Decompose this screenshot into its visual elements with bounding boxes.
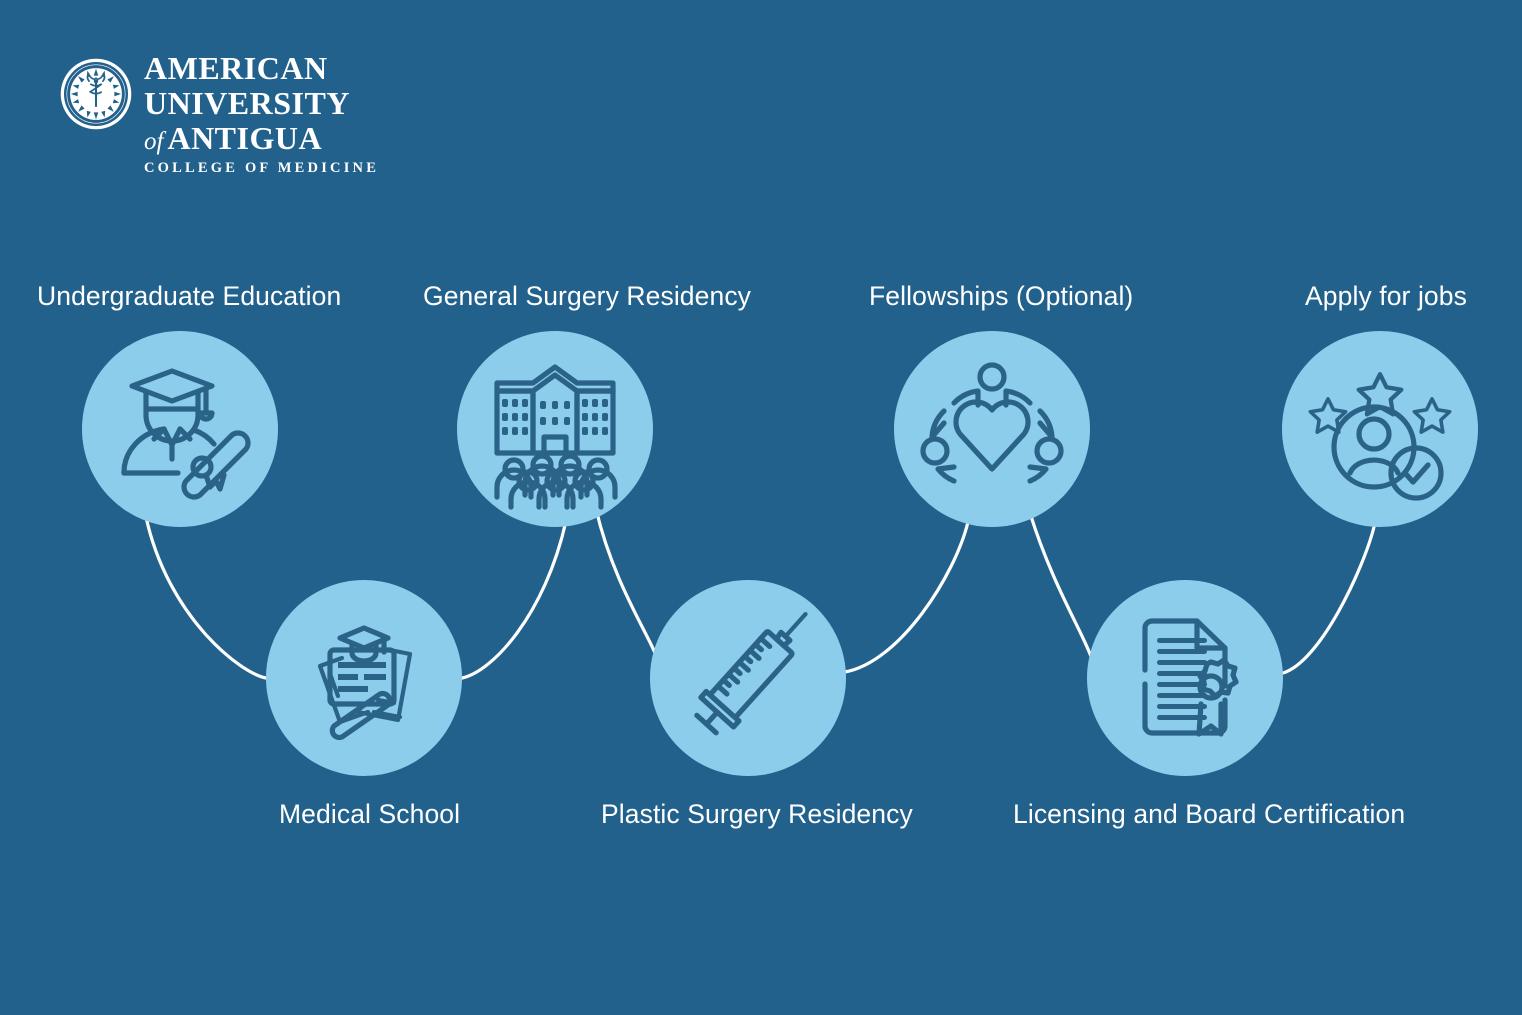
node-circle	[1282, 331, 1478, 527]
syringe-icon	[694, 611, 808, 736]
logo-line-american: AMERICAN	[144, 50, 328, 86]
node-fellowships[interactable]	[894, 331, 1090, 527]
node-circle	[457, 331, 653, 527]
connector-4-5	[843, 520, 970, 674]
rated-profile-check-icon	[1308, 372, 1452, 501]
label-fellowships: Fellowships (Optional)	[869, 281, 1134, 311]
label-apply-for-jobs: Apply for jobs	[1305, 281, 1467, 311]
certificate-seal-icon	[1142, 618, 1239, 737]
documents-graduation-cap-icon	[317, 625, 413, 741]
node-apply-for-jobs[interactable]	[1282, 331, 1478, 527]
label-medical-school: Medical School	[279, 799, 461, 829]
label-licensing-board-certification: Licensing and Board Certification	[1013, 799, 1406, 829]
node-medical-school[interactable]	[266, 580, 462, 776]
logo-antigua-word: ANTIGUA	[167, 120, 323, 156]
connector-6-7	[1281, 525, 1376, 675]
people-heart-icon	[920, 362, 1064, 484]
node-licensing-board-certification[interactable]	[1087, 580, 1283, 776]
node-circle	[650, 580, 846, 776]
connector-2-3	[460, 519, 568, 680]
label-undergraduate-education: Undergraduate Education	[37, 281, 342, 311]
node-plastic-surgery-residency[interactable]	[650, 580, 846, 776]
logo-of-word: of	[144, 128, 164, 155]
connector-5-6	[1028, 511, 1095, 675]
label-general-surgery-residency: General Surgery Residency	[423, 281, 752, 311]
logo-line-university: UNIVERSITY	[144, 85, 350, 121]
graduate-student-icon	[121, 368, 251, 500]
caduceus-seal-icon	[60, 58, 132, 130]
label-plastic-surgery-residency: Plastic Surgery Residency	[601, 799, 913, 829]
node-general-surgery-residency[interactable]	[457, 331, 653, 527]
node-circle	[894, 331, 1090, 527]
connector-1-2	[144, 515, 268, 680]
logo-subtitle: COLLEGE OF MEDICINE	[144, 160, 380, 176]
connector-3-4	[594, 507, 661, 677]
node-circle	[1087, 580, 1283, 776]
node-undergraduate-education[interactable]	[82, 331, 278, 527]
hospital-building-people-icon	[494, 364, 618, 510]
